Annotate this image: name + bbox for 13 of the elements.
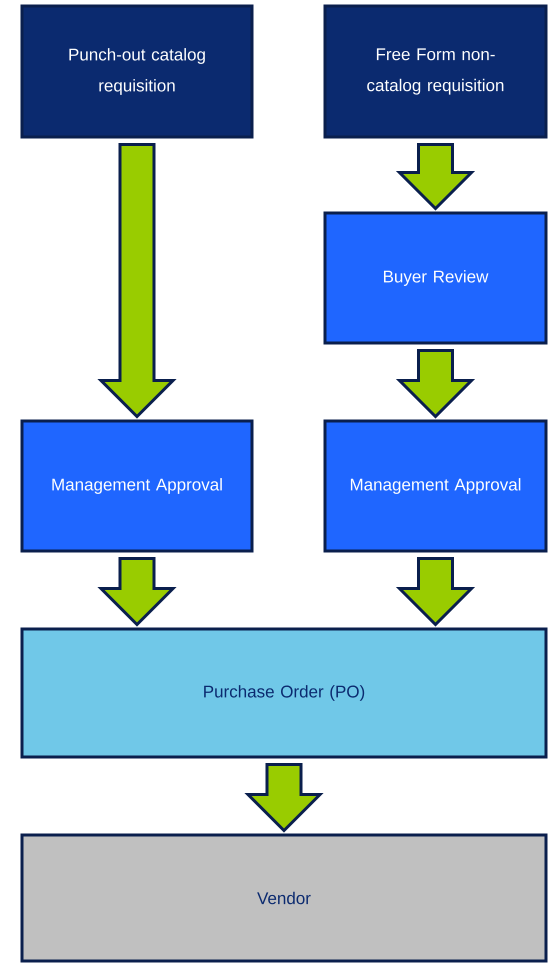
requisition-box: Punch-out catalog requisition [20, 4, 254, 138]
approval-box: Management Approval [20, 420, 254, 552]
requisition-box: Free Form non-catalog requisition [324, 4, 548, 138]
block-arrow [396, 557, 476, 627]
vendor-box: Vendor [20, 834, 548, 962]
purchase-order-box: Purchase Order (PO) [20, 628, 548, 758]
approval-box: Management Approval [324, 420, 548, 552]
block-arrow [396, 349, 476, 419]
block-arrow [97, 557, 177, 627]
review-box: Buyer Review [324, 212, 548, 344]
block-arrow [244, 763, 324, 833]
block-arrow [97, 143, 177, 419]
block-arrow [396, 143, 476, 211]
